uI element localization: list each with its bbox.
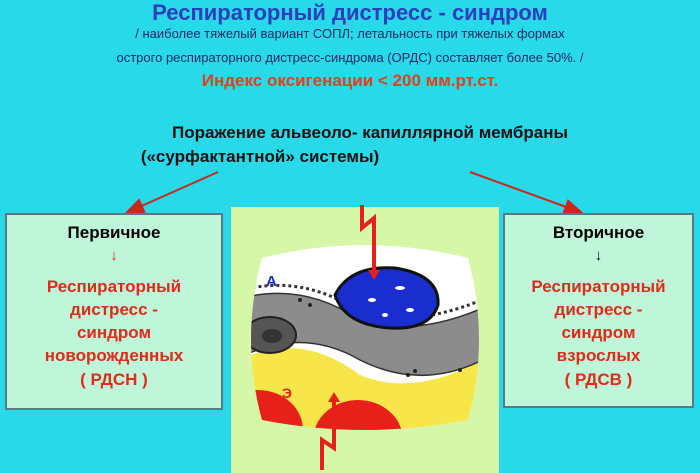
primary-line: дистресс - — [70, 300, 158, 319]
page-title: Респираторный дистресс - синдром — [152, 0, 548, 25]
membrane-lesion-line1: Поражение альвеоло- капиллярной мембраны — [171, 123, 568, 142]
primary-abbreviation: ( РДСН ) — [80, 370, 148, 389]
damage-arrow-top — [360, 205, 376, 270]
membrane-lesion-line2: («сурфактантной» системы) — [140, 147, 380, 166]
label-alveolus: А — [266, 273, 277, 290]
secondary-line: дистресс - — [554, 300, 643, 319]
mortality-note-line2: острого респираторного дистресс-синдрома… — [116, 50, 584, 65]
secondary-abbreviation: ( РДСВ ) — [564, 370, 633, 389]
secondary-rds-box: Вторичное ↓ Респираторный дистресс - син… — [503, 213, 694, 408]
secondary-heading: Вторичное — [552, 223, 645, 242]
primary-line: новорожденных — [44, 346, 184, 365]
oxygenation-index: Индекс оксигенации < 200 мм.рт.ст. — [201, 71, 499, 90]
secondary-line: синдром — [561, 323, 636, 342]
label-endothelium: Э — [282, 385, 292, 401]
damage-arrow-bottom — [320, 400, 336, 470]
primary-line: синдром — [76, 323, 152, 342]
secondary-description: Респираторный дистресс - синдром взрослы… — [505, 275, 692, 367]
secondary-down-arrow-icon: ↓ — [594, 247, 603, 264]
secondary-line: Респираторный — [531, 277, 666, 296]
tissue-cross-section — [251, 245, 479, 430]
secondary-line: взрослых — [556, 346, 641, 365]
primary-description: Респираторный дистресс - синдром новорож… — [7, 275, 221, 367]
arrow-to-primary — [124, 171, 219, 214]
primary-line: Респираторный — [46, 277, 182, 296]
mortality-note-line1: / наиболее тяжелый вариант СОПЛ; летальн… — [135, 26, 565, 41]
primary-heading: Первичное — [67, 223, 161, 242]
arrow-to-secondary — [469, 171, 584, 215]
primary-rds-box: Первичное ↓ Респираторный дистресс - син… — [5, 213, 223, 410]
primary-down-arrow-icon: ↓ — [110, 247, 118, 264]
